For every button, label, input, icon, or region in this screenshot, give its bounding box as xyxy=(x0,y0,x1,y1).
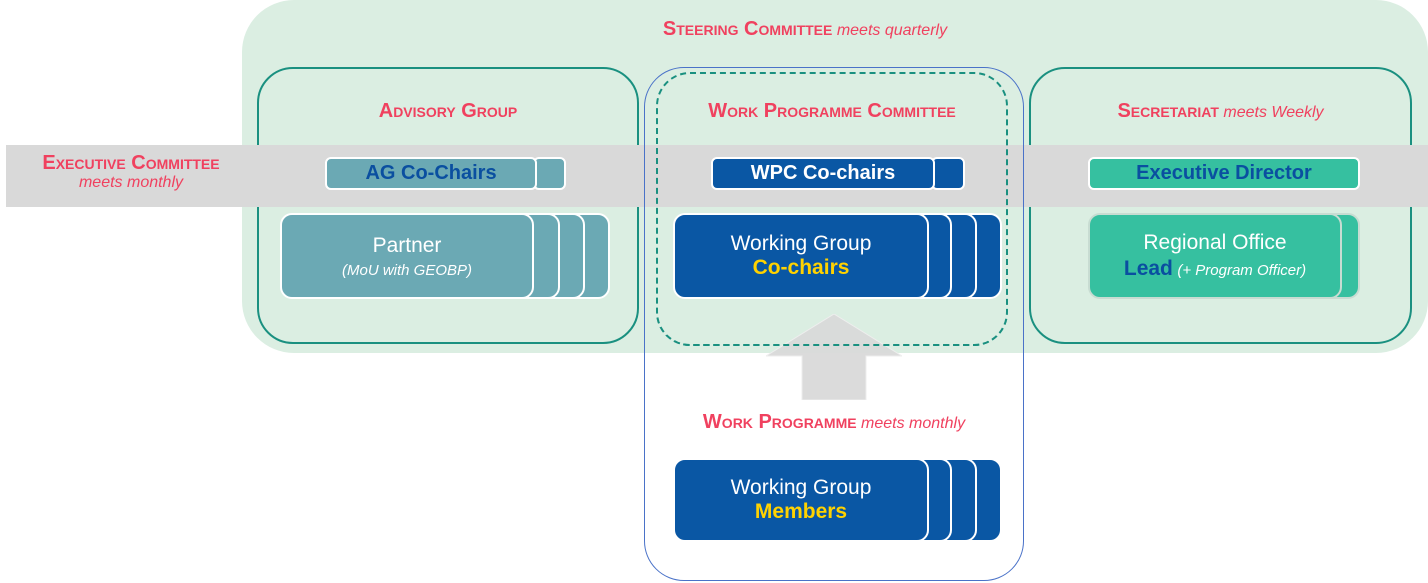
secretariat-frequency: meets Weekly xyxy=(1223,104,1324,121)
wpc-co-chairs-label: WPC Co-chairs xyxy=(750,162,896,184)
wg-cochairs-title: Working Group xyxy=(730,232,872,255)
secretariat-title: Secretariat meets Weekly xyxy=(1029,100,1412,123)
regional-office-title: Regional Office xyxy=(1143,231,1287,254)
up-arrow-icon xyxy=(766,314,902,400)
steering-committee-label: Steering Committee xyxy=(662,18,833,40)
wpc-title: Work Programme Committee xyxy=(708,100,956,122)
wpc-co-chairs-box[interactable]: WPC Co-chairs xyxy=(711,157,935,190)
working-group-members-card[interactable]: Working Group Members xyxy=(673,458,929,542)
secretariat-label: Secretariat xyxy=(1117,100,1219,122)
partner-card[interactable]: Partner (MoU with GEOBP) xyxy=(280,213,534,299)
ag-co-chairs-box[interactable]: AG Co-Chairs xyxy=(325,157,537,190)
steering-committee-frequency: meets quarterly xyxy=(836,22,948,39)
work-programme-label: Work Programme xyxy=(702,411,857,433)
executive-director-box[interactable]: Executive Director xyxy=(1088,157,1360,190)
executive-committee-title: Executive Committee meets monthly xyxy=(6,153,256,193)
steering-committee-title: Steering Committee meets quarterly xyxy=(620,18,990,41)
wg-cochairs-highlight: Co-chairs xyxy=(752,256,850,279)
work-programme-frequency: meets monthly xyxy=(861,415,966,432)
wpc-dash-overlay xyxy=(656,72,1008,346)
executive-committee-frequency: meets monthly xyxy=(78,174,184,191)
partner-subtitle: (MoU with GEOBP) xyxy=(341,261,473,279)
ag-chairs-stack-back xyxy=(533,157,566,190)
regional-office-card[interactable]: Regional Office Lead (+ Program Officer) xyxy=(1088,213,1342,299)
work-programme-box xyxy=(644,67,1024,581)
advisory-group-title: Advisory Group xyxy=(378,100,518,122)
partner-title: Partner xyxy=(372,233,442,257)
work-programme-title: Work Programme meets monthly xyxy=(644,411,1024,434)
regional-office-lead: Lead xyxy=(1123,257,1173,280)
working-group-cochairs-card[interactable]: Working Group Co-chairs xyxy=(673,213,929,299)
executive-committee-label: Executive Committee xyxy=(42,152,220,174)
executive-director-label: Executive Director xyxy=(1136,162,1312,184)
wg-members-highlight: Members xyxy=(754,500,848,523)
wg-members-title: Working Group xyxy=(730,476,872,499)
ag-co-chairs-label: AG Co-Chairs xyxy=(365,162,497,184)
regional-office-subtitle: (+ Program Officer) xyxy=(1177,262,1307,279)
